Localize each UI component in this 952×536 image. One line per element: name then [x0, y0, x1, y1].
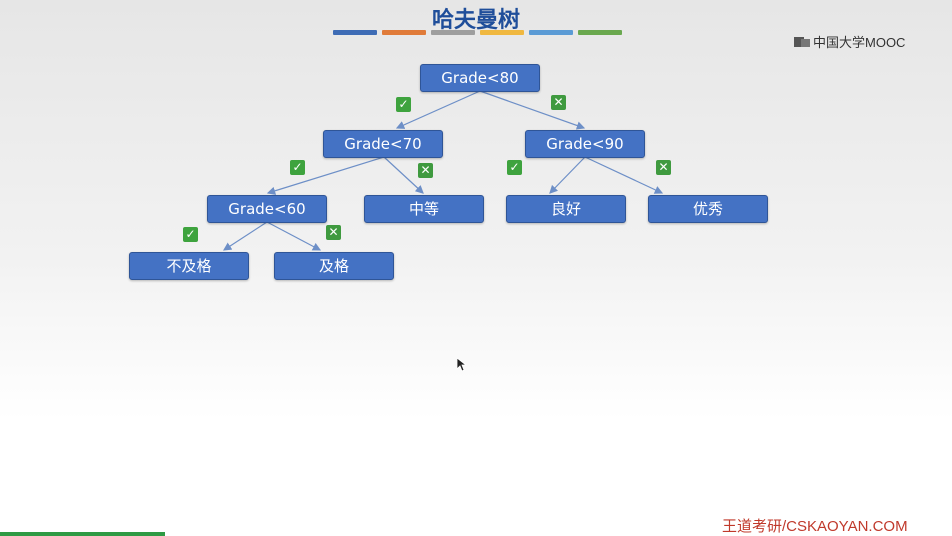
- check-icon: ✓: [396, 97, 411, 112]
- strip-segment: [333, 30, 377, 35]
- check-icon: ✓: [507, 160, 522, 175]
- node-grade-lt-60: Grade<60: [207, 195, 327, 223]
- mouse-cursor-icon: [456, 357, 468, 376]
- edge-lt60-fail: [222, 221, 268, 251]
- node-grade-lt-90: Grade<90: [525, 130, 645, 158]
- edge-lt70-medium: [383, 156, 424, 194]
- edge-lt90-excellent: [584, 156, 664, 194]
- cross-icon: ✕: [418, 163, 433, 178]
- cross-icon: ✕: [656, 160, 671, 175]
- strip-segment: [382, 30, 426, 35]
- node-grade-lt-70: Grade<70: [323, 130, 443, 158]
- strip-segment: [529, 30, 573, 35]
- mooc-logo-icon: [794, 36, 810, 48]
- node-pass: 及格: [274, 252, 394, 280]
- edge-lt70-lt60: [266, 156, 385, 195]
- edge-root-lt90: [479, 90, 586, 130]
- node-good: 良好: [506, 195, 626, 223]
- slide-title: 哈夫曼树: [431, 8, 520, 33]
- progress-line: [0, 532, 165, 536]
- check-icon: ✓: [183, 227, 198, 242]
- color-strip: [333, 30, 623, 35]
- node-grade-lt-80: Grade<80: [420, 64, 540, 92]
- strip-segment: [578, 30, 622, 35]
- check-icon: ✓: [290, 160, 305, 175]
- edge-lt60-pass: [266, 221, 322, 251]
- node-excellent: 优秀: [648, 195, 768, 223]
- mooc-watermark: 中国大学MOOC: [794, 32, 905, 51]
- node-medium: 中等: [364, 195, 484, 223]
- mooc-text: 中国大学MOOC: [813, 35, 906, 50]
- cross-icon: ✕: [551, 95, 566, 110]
- footer-brand: 王道考研/CSKAOYAN.COM: [722, 518, 908, 535]
- node-fail: 不及格: [129, 252, 249, 280]
- edge-root-lt70: [395, 90, 481, 129]
- cross-icon: ✕: [326, 225, 341, 240]
- edge-lt90-good: [549, 156, 586, 194]
- strip-segment: [480, 30, 524, 35]
- strip-segment: [431, 30, 475, 35]
